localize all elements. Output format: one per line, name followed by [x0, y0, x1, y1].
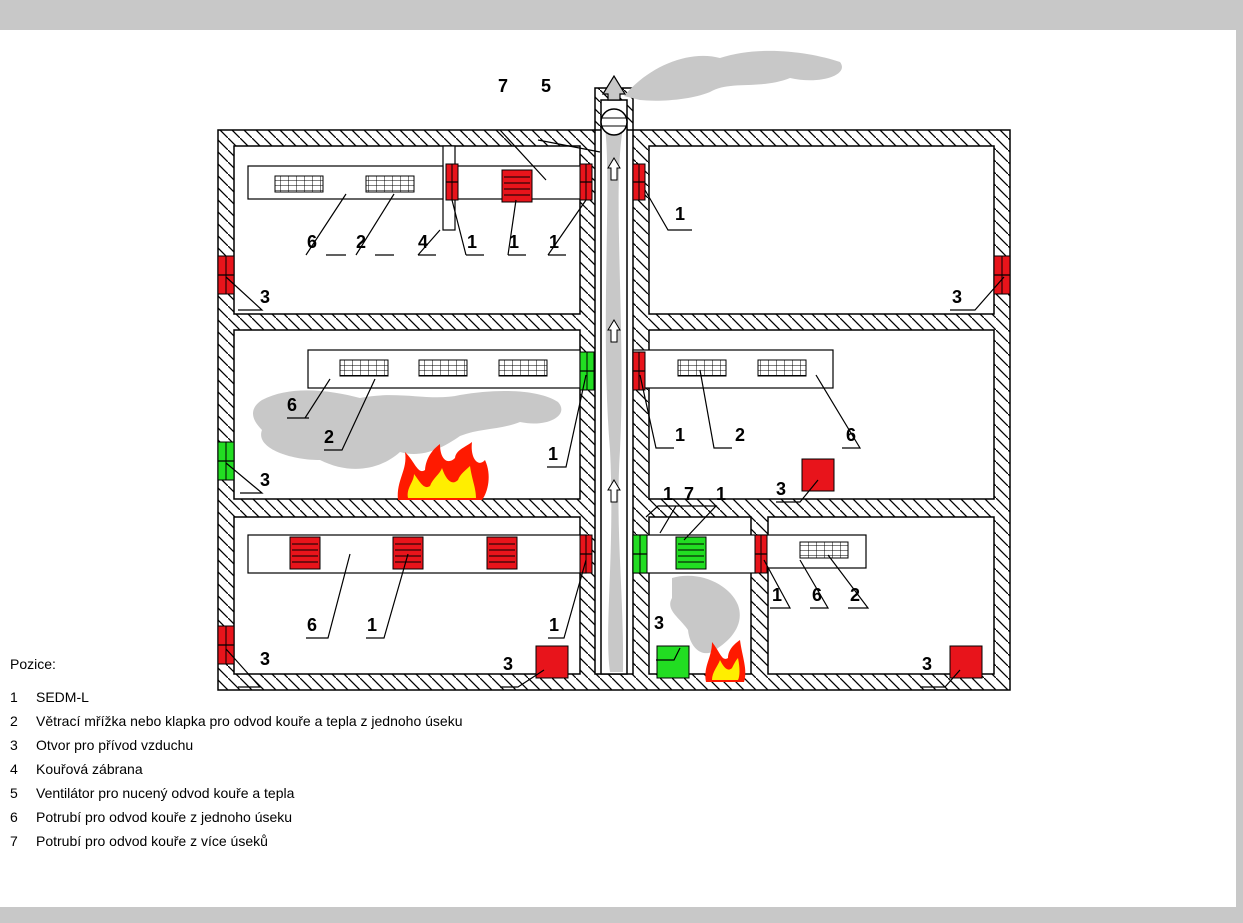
callout-2: 2: [324, 427, 334, 447]
smoke-cloud-lower-room: [670, 575, 740, 654]
grille: [339, 359, 389, 377]
legend-text: Větrací mřížka nebo klapka pro odvod kou…: [36, 713, 463, 729]
callout-1: 1: [548, 444, 558, 464]
ventilation-grilles: [274, 175, 849, 559]
legend-item: 3 Otvor pro přívod vzduchu: [10, 733, 462, 757]
callout-1: 1: [663, 484, 673, 504]
building-walls: [217, 87, 1011, 691]
smoke-extraction-diagram: 7 5 1 6 2 4 1 1 1 3 3 6 2 1 1 2 6 3 3 1 …: [217, 50, 1011, 691]
callout-3: 3: [952, 287, 962, 307]
callout-5: 5: [541, 76, 551, 96]
grille: [365, 175, 415, 193]
callout-4: 4: [418, 232, 428, 252]
callout-3: 3: [260, 470, 270, 490]
grille: [757, 359, 807, 377]
legend-text: Potrubí pro odvod kouře z jednoho úseku: [36, 809, 293, 825]
legend-text: Ventilátor pro nucený odvod kouře a tepl…: [36, 785, 295, 801]
air-inlet-closed: [801, 458, 835, 492]
legend-title: Pozice:: [10, 656, 56, 672]
callout-6: 6: [812, 585, 822, 605]
legend-number: 4: [10, 761, 18, 777]
callout-3: 3: [260, 287, 270, 307]
callout-6: 6: [846, 425, 856, 445]
leader-lines: [225, 129, 1005, 688]
legend-text: Kouřová zábrana: [36, 761, 143, 777]
callout-1: 1: [772, 585, 782, 605]
callout-1: 1: [675, 425, 685, 445]
legend-item: 5 Ventilátor pro nucený odvod kouře a tep…: [10, 781, 462, 805]
callout-3: 3: [922, 654, 932, 674]
legend-number: 1: [10, 689, 18, 705]
damper-closed: [392, 536, 424, 570]
grille: [274, 175, 324, 193]
callout-labels: 7 5 1 6 2 4 1 1 1 3 3 6 2 1 1 2 6 3 3 1 …: [260, 76, 962, 674]
fire-icon: [397, 442, 489, 500]
grille: [418, 359, 468, 377]
air-inlet-closed: [949, 645, 983, 679]
legend-item: 7 Potrubí pro odvod kouře z více úseků: [10, 829, 462, 853]
fire-icon: [705, 640, 746, 682]
flow-arrow-icon: [607, 479, 621, 503]
callout-6: 6: [307, 615, 317, 635]
smoke-clouds: [253, 50, 842, 654]
legend-number: 3: [10, 737, 18, 753]
callout-1: 1: [367, 615, 377, 635]
callout-7: 7: [498, 76, 508, 96]
callout-3: 3: [260, 649, 270, 669]
grille: [799, 541, 849, 559]
legend-number: 5: [10, 785, 18, 801]
damper-closed: [501, 169, 533, 203]
fire-icons: [397, 442, 746, 682]
drawing-sheet: 7 5 1 6 2 4 1 1 1 3 3 6 2 1 1 2 6 3 3 1 …: [0, 30, 1236, 907]
grille: [677, 359, 727, 377]
fan-icon: [600, 108, 628, 136]
legend-item: 1 SEDM-L: [10, 685, 462, 709]
callout-1: 1: [549, 232, 559, 252]
damper-open: [675, 536, 707, 570]
exhaust-arrow-icon: [601, 74, 627, 101]
legend-number: 7: [10, 833, 18, 849]
damper-closed: [486, 536, 518, 570]
callout-2: 2: [356, 232, 366, 252]
legend-text: Otvor pro přívod vzduchu: [36, 737, 194, 753]
air-inlet-open: [656, 645, 690, 679]
callout-6: 6: [287, 395, 297, 415]
shaft-smoke: [605, 128, 624, 672]
callout-1: 1: [716, 484, 726, 504]
legend-item: 4 Kouřová zábrana: [10, 757, 462, 781]
callout-3: 3: [654, 613, 664, 633]
legend-text: Potrubí pro odvod kouře z více úseků: [36, 833, 268, 849]
callout-1: 1: [549, 615, 559, 635]
damper-closed: [289, 536, 321, 570]
smoke-plume-top: [624, 50, 842, 101]
smoke-cloud-middle-floor: [253, 390, 562, 469]
grille: [498, 359, 548, 377]
legend-item: 6 Potrubí pro odvod kouře z jednoho úseku: [10, 805, 462, 829]
callout-1: 1: [675, 204, 685, 224]
air-inlets-floor: [535, 458, 983, 679]
callout-1: 1: [467, 232, 477, 252]
callout-3: 3: [776, 479, 786, 499]
air-inlet-closed: [535, 645, 569, 679]
callout-7: 7: [684, 484, 694, 504]
callout-1: 1: [509, 232, 519, 252]
legend-item: 2 Větrací mřížka nebo klapka pro odvod ko…: [10, 709, 462, 733]
legend: Pozice: 1 SEDM-L 2 Větrací mřížka nebo kla…: [10, 656, 462, 853]
flow-arrow-icon: [607, 319, 621, 343]
callout-2: 2: [850, 585, 860, 605]
legend-number: 6: [10, 809, 18, 825]
vertical-smoke-duct: [600, 74, 628, 675]
callout-6: 6: [307, 232, 317, 252]
duct-dampers: [289, 169, 707, 570]
flow-arrow-icon: [607, 157, 621, 181]
callout-2: 2: [735, 425, 745, 445]
legend-number: 2: [10, 713, 18, 729]
callout-3: 3: [503, 654, 513, 674]
legend-text: SEDM-L: [36, 689, 89, 705]
